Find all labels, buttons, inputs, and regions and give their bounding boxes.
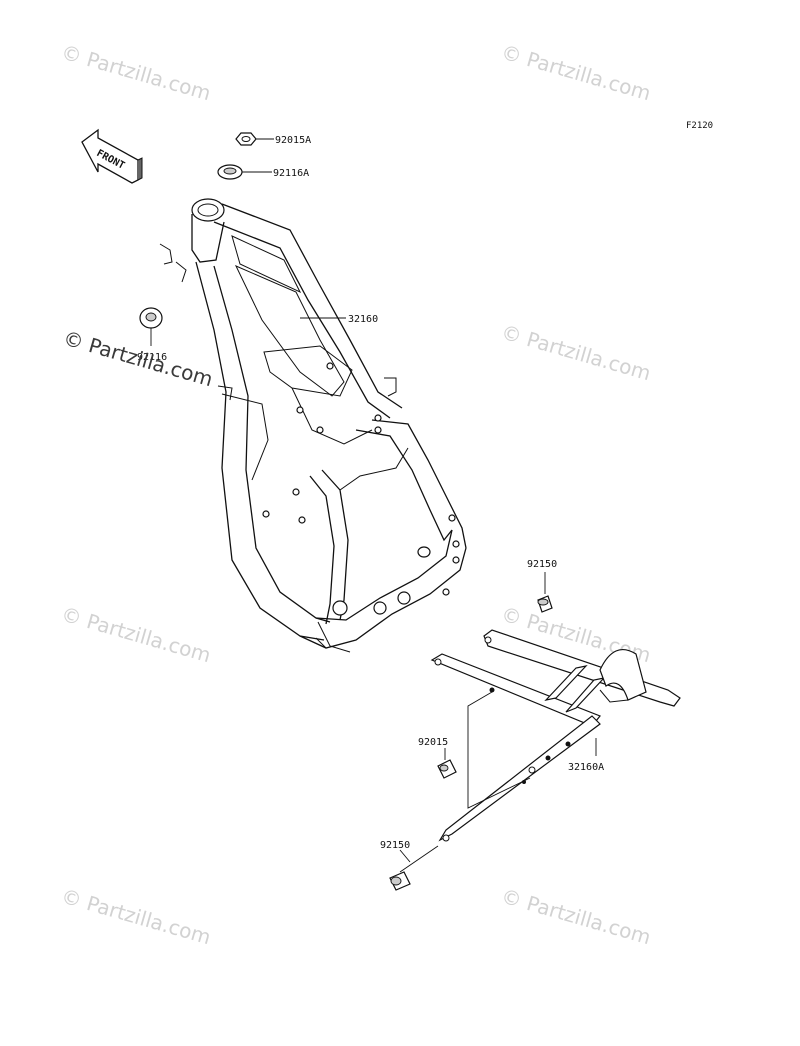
part-92015A-nut[interactable] xyxy=(235,132,274,146)
part-92150-bolt-lower[interactable] xyxy=(389,845,439,891)
part-label-92116A[interactable]: 92116A xyxy=(273,168,309,179)
watermark: © Partzilla.com xyxy=(499,40,654,106)
watermark: © Partzilla.com xyxy=(499,320,654,386)
watermark-dark: © Partzilla.com xyxy=(61,326,216,392)
part-92116-seal[interactable] xyxy=(139,307,163,346)
part-32160A-sub-frame[interactable] xyxy=(430,629,681,842)
part-labels: 92015A 92116A 32160 92116 92150 92015 32… xyxy=(137,135,604,851)
part-32160-main-frame[interactable] xyxy=(159,198,467,653)
part-label-92015[interactable]: 92015 xyxy=(418,737,448,748)
part-label-32160[interactable]: 32160 xyxy=(348,314,378,325)
figure-code: F2120 xyxy=(686,121,713,131)
front-arrow-icon: FRONT xyxy=(81,128,143,184)
watermark: © Partzilla.com xyxy=(59,884,214,950)
part-label-92015A[interactable]: 92015A xyxy=(275,135,311,146)
part-label-92150-lower[interactable]: 92150 xyxy=(380,840,410,851)
part-label-32160A[interactable]: 32160A xyxy=(568,762,604,773)
watermark: © Partzilla.com xyxy=(59,40,214,106)
watermark: © Partzilla.com xyxy=(499,884,654,950)
watermark-layer: © Partzilla.com © Partzilla.com © Partzi… xyxy=(59,40,654,950)
part-92015-collar[interactable] xyxy=(437,691,531,809)
part-92116A-seal[interactable] xyxy=(217,164,272,180)
part-92150-bolt-upper[interactable] xyxy=(537,572,553,613)
watermark: © Partzilla.com xyxy=(59,602,214,668)
part-label-92150-upper[interactable]: 92150 xyxy=(527,559,557,570)
part-label-92116[interactable]: 92116 xyxy=(137,352,167,363)
